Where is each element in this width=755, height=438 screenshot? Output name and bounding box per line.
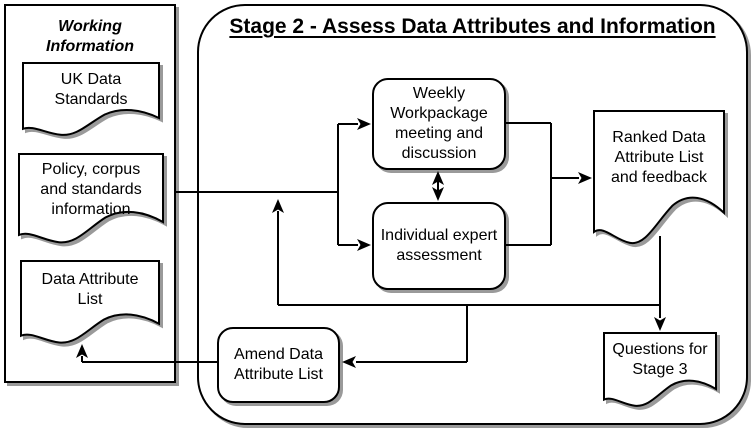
document-label: Ranked Data Attribute List and feedback xyxy=(610,129,708,186)
document-shape xyxy=(22,62,160,136)
document-shape xyxy=(18,153,164,244)
stage2-title: Stage 2 - Assess Data Attributes and Inf… xyxy=(229,15,716,38)
document-label: Policy, corpus and standards information xyxy=(40,161,142,218)
node-weekly-workpackage-meeting: Weekly Workpackage meeting and discussio… xyxy=(372,78,506,170)
document-data-attribute-list: Data Attribute List xyxy=(20,260,160,345)
document-questions-for-stage3: Questions for Stage 3 xyxy=(603,332,717,408)
node-amend-data-attribute-list: Amend Data Attribute List xyxy=(217,327,340,403)
document-uk-data-standards: UK Data Standards xyxy=(22,62,160,137)
document-label: UK Data Standards xyxy=(54,71,128,108)
document-shape xyxy=(20,260,160,344)
working-information-title: Working Information xyxy=(46,18,134,55)
document-label: Data Attribute List xyxy=(41,271,139,308)
document-shape xyxy=(603,332,717,407)
document-label: Questions for Stage 3 xyxy=(612,341,708,378)
node-label: Weekly Workpackage meeting and discussio… xyxy=(390,85,488,162)
document-shape xyxy=(593,110,725,244)
node-individual-expert-assessment: Individual expert assessment xyxy=(372,202,506,290)
node-label: Individual expert assessment xyxy=(380,227,498,264)
node-label: Amend Data Attribute List xyxy=(234,346,323,383)
document-ranked-data-attribute-list: Ranked Data Attribute List and feedback xyxy=(593,110,725,247)
document-policy-corpus: Policy, corpus and standards information xyxy=(18,153,164,245)
